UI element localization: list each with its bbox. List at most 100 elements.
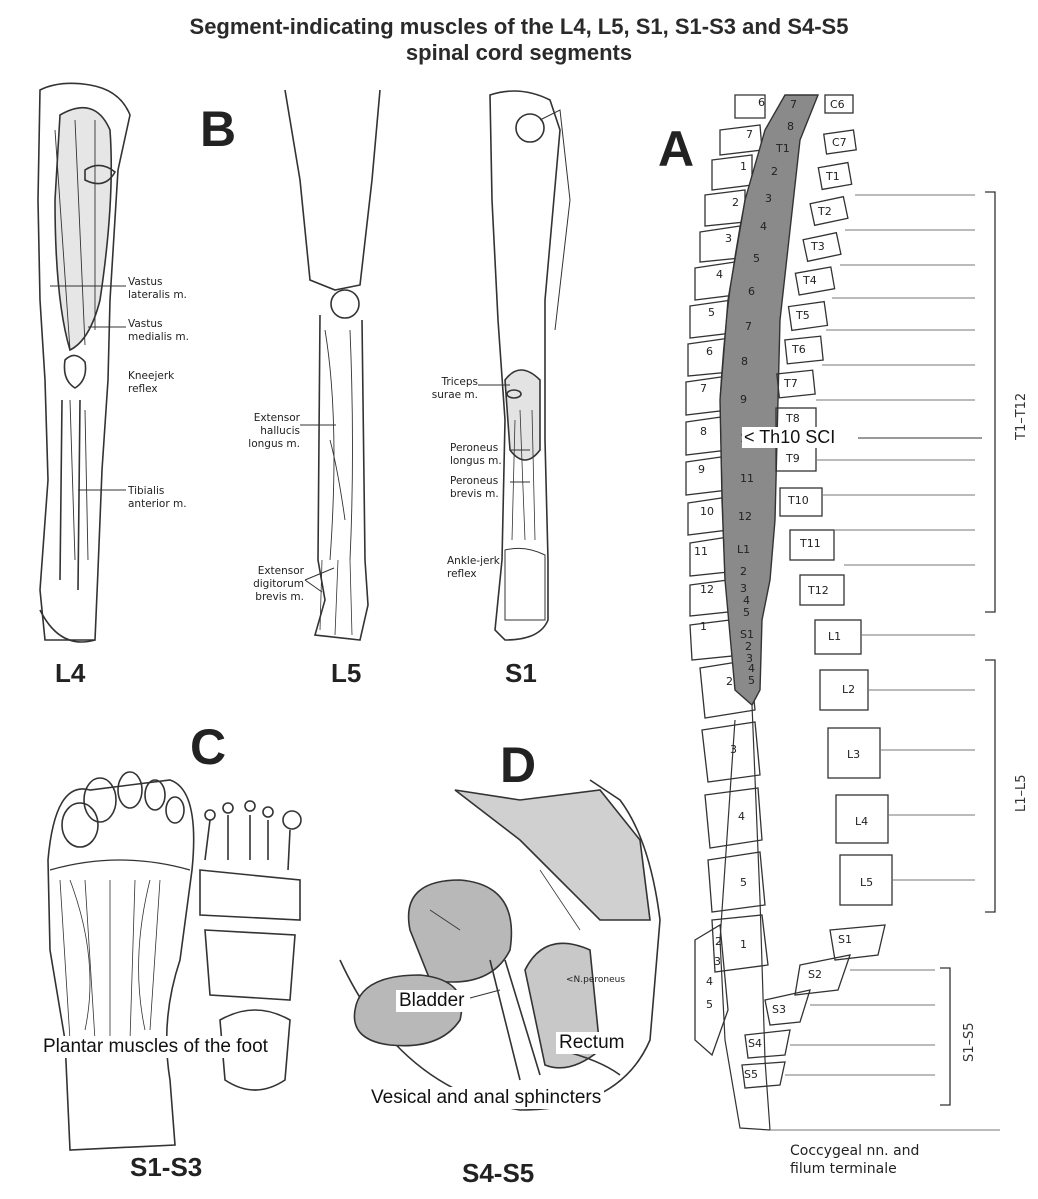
label-line: brevis m. [450, 488, 499, 500]
label-line: surae m. [431, 389, 478, 401]
label-kneejerk-reflex: Kneejerk reflex [128, 370, 174, 396]
label-line: Coccygeal nn. and [790, 1143, 920, 1159]
nerve-root-label: T2 [818, 205, 832, 218]
label-line: Ankle-jerk [447, 555, 500, 567]
panel-label-c: C [190, 719, 227, 775]
cord-segment-label: 8 [741, 355, 748, 368]
label-peroneus-longus: Peroneus longus m. [450, 442, 502, 468]
cord-segment-label: S1 [740, 628, 754, 641]
label-line: Extensor [257, 565, 304, 577]
nerve-root-label: T6 [792, 343, 806, 356]
label-line: anterior m. [128, 498, 187, 510]
label-vastus-lateralis: Vastus lateralis m. [128, 276, 187, 302]
label-n-peroneus: <N.peroneus [566, 975, 626, 985]
label-line: reflex [128, 383, 158, 395]
vertebra-number: 10 [700, 505, 714, 518]
cord-segment-label: 9 [740, 393, 747, 406]
nerve-root-lines [770, 194, 1000, 1131]
cord-segment-label: 12 [738, 510, 752, 523]
cord-segment-label: 5 [753, 252, 760, 265]
label-line: medialis m. [128, 331, 189, 343]
label-tibialis-anterior: Tibialis anterior m. [128, 485, 187, 511]
nerve-root-label: S3 [772, 1003, 786, 1016]
nerve-root-label: S4 [748, 1037, 762, 1050]
cord-segment-label: 7 [790, 98, 797, 111]
vertebra-number: 1 [700, 620, 707, 633]
title-line-1: Segment-indicating muscles of the L4, L5… [189, 14, 849, 39]
label-line: Peroneus [450, 442, 499, 454]
nerve-root-label: T4 [803, 274, 817, 287]
cord-segment-label: 3 [740, 582, 747, 595]
label-line: reflex [447, 568, 477, 580]
vertebra-number: 7 [746, 128, 753, 141]
vertebra-number: 4 [716, 268, 723, 281]
vertebra-number: 2 [732, 196, 739, 209]
label-rectum: Rectum [556, 1032, 628, 1054]
vertebra-number: 8 [700, 425, 707, 438]
range-label-l1-l5: L1–L5 [1014, 774, 1029, 812]
nerve-root-label: T11 [800, 537, 821, 550]
label-extensor-hallucis-longus: Extensor hallucis longus m. [246, 412, 300, 451]
vertebra-number: 2 [726, 675, 733, 688]
nerve-root-label: L4 [855, 815, 869, 828]
l4-leg-illustration [37, 82, 131, 643]
label-sphincters: Vesical and anal sphincters [368, 1087, 605, 1109]
vertebra-number: 7 [700, 382, 707, 395]
nerve-root-label: C7 [832, 136, 847, 149]
cord-segment-label: L1 [737, 543, 751, 556]
vertebra-number: 6 [706, 345, 713, 358]
nerve-root-label: T12 [808, 584, 829, 597]
label-line: longus m. [450, 455, 502, 467]
vertebra-number: 11 [694, 545, 708, 558]
nerve-root-label: S5 [744, 1068, 758, 1081]
s1-leg-illustration [489, 90, 571, 641]
cord-segment-label: 3 [746, 652, 753, 665]
vertebra-number: 5 [708, 306, 715, 319]
segment-label-l4: L4 [55, 658, 86, 688]
figure-title: Segment-indicating muscles of the L4, L5… [0, 14, 1038, 66]
nerve-root-label: C6 [830, 98, 845, 111]
label-line: Extensor [253, 412, 300, 424]
cord-segment-label: 8 [787, 120, 794, 133]
label-line: brevis m. [255, 591, 304, 603]
vertebra-number: 1 [740, 938, 747, 951]
label-line: Vastus [128, 318, 163, 330]
segment-label-s1: S1 [505, 658, 537, 688]
vertebra-number: 5 [740, 876, 747, 889]
label-plantar-muscles: Plantar muscles of the foot [40, 1036, 271, 1058]
label-bladder: Bladder [396, 990, 468, 1012]
nerve-root-label: T1 [826, 170, 840, 183]
label-vastus-medialis: Vastus medialis m. [128, 318, 189, 344]
cord-segment-label: 6 [748, 285, 755, 298]
label-line: hallucis [260, 425, 300, 437]
nerve-root-label: L1 [828, 630, 842, 643]
label-ankle-jerk-reflex: Ankle-jerk reflex [447, 555, 500, 581]
nerve-root-label: T7 [784, 377, 798, 390]
panel-label-d: D [500, 737, 537, 793]
segment-label-s1-s3: S1-S3 [130, 1152, 203, 1182]
nerve-root-label: T5 [796, 309, 810, 322]
label-line: Tibialis [128, 485, 165, 497]
label-coccygeal: Coccygeal nn. and filum terminale [790, 1142, 919, 1178]
cord-segment-label: 5 [743, 606, 750, 619]
vertebra-number: 4 [706, 975, 713, 988]
nerve-root-label: T8 [786, 412, 800, 425]
cord-segment-label: 7 [745, 320, 752, 333]
title-line-2: spinal cord segments [405, 40, 633, 65]
vertebra-number: 12 [700, 583, 714, 596]
vertebra-number: 9 [698, 463, 705, 476]
cord-segment-label: 2 [740, 565, 747, 578]
nerve-root-label: T10 [788, 494, 809, 507]
vertebra-number: 4 [738, 810, 745, 823]
vertebra-number: 5 [706, 998, 713, 1011]
cord-segment-label: 2 [745, 640, 752, 653]
nerve-root-label: L5 [860, 876, 874, 889]
plantar-foot-illustration [47, 771, 195, 1151]
label-line: Kneejerk [128, 370, 175, 382]
cord-segment-label: 5 [748, 674, 755, 687]
label-peroneus-brevis: Peroneus brevis m. [450, 475, 499, 501]
label-triceps-surae: Triceps surae m. [430, 376, 478, 402]
cord-segment-label: 11 [740, 472, 754, 485]
panel-label-a: A [658, 121, 695, 177]
